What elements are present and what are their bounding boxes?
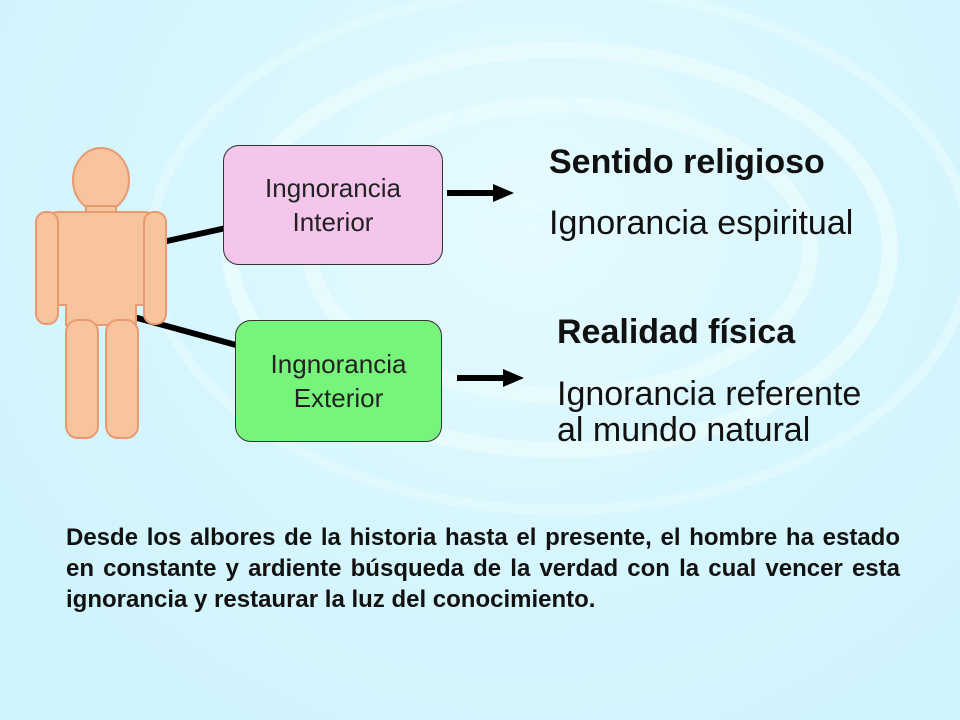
connector-interior: [157, 225, 227, 246]
box-ignorancia-interior: Ingnorancia Interior: [223, 145, 443, 265]
box-interior-line2: Interior: [292, 207, 374, 237]
arrow-interior: [447, 184, 514, 202]
box-interior-line1: Ingnorancia: [265, 173, 401, 203]
description-paragraph: Desde los albores de la historia hasta e…: [66, 524, 900, 613]
box-exterior-line2: Exterior: [293, 383, 384, 413]
person-icon: [35, 147, 167, 439]
arrow-exterior: [457, 369, 524, 387]
heading-sentido-religioso: Sentido religioso: [549, 143, 825, 181]
box-exterior-line1: Ingnorancia: [270, 349, 407, 379]
text-ignorancia-referente: Ignorancia referente: [557, 375, 862, 413]
text-mundo-natural: al mundo natural: [557, 411, 811, 449]
text-ignorancia-espiritual: Ignorancia espiritual: [549, 204, 854, 242]
box-ignorancia-exterior: Ingnorancia Exterior: [235, 320, 442, 442]
heading-realidad-fisica: Realidad física: [557, 313, 796, 351]
